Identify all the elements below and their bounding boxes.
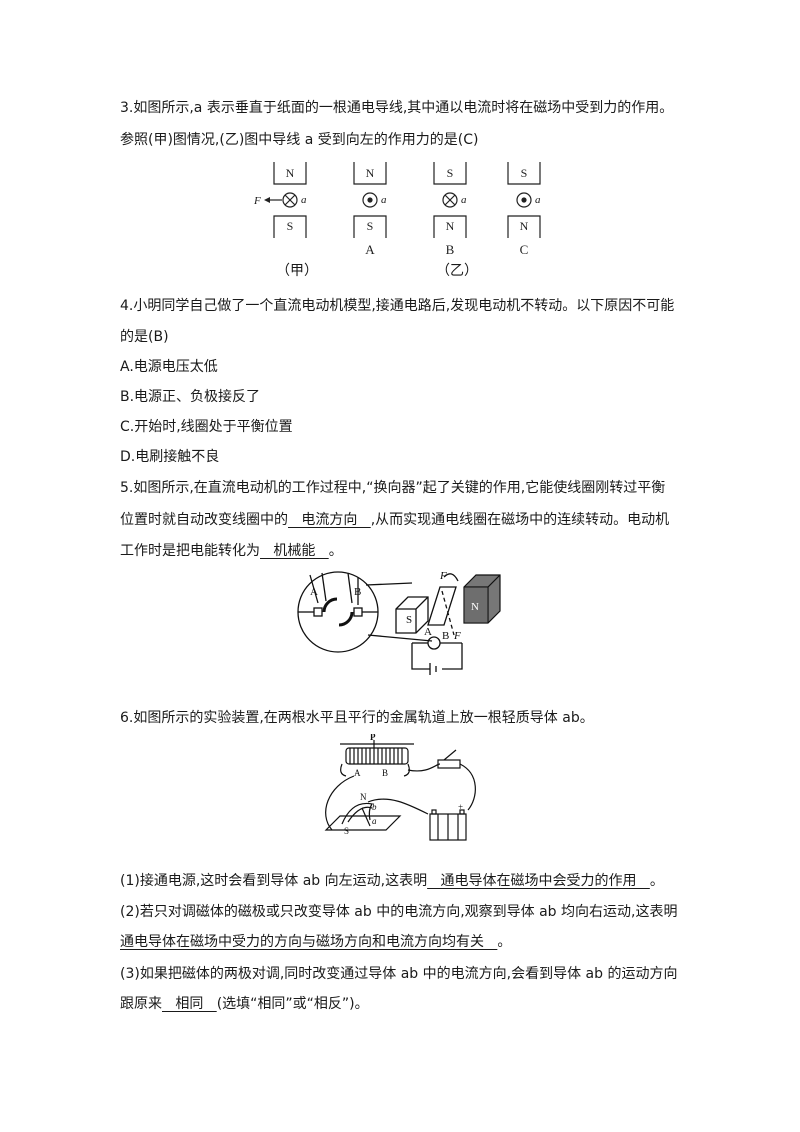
magnet-top-b (433, 162, 467, 185)
q6-line-1: 6.如图所示的实验装置,在两根水平且平行的金属轨道上放一根轻质导体 ab。 (120, 710, 594, 726)
magnet-label: S (447, 166, 454, 180)
force-label: F (253, 195, 261, 207)
q4-option-a: A.电源电压太低 (120, 359, 218, 375)
label-a: A (310, 586, 318, 598)
label-f: F (439, 570, 447, 582)
label-f: F (453, 630, 461, 642)
q4-line-2: 的是(B) (120, 329, 169, 345)
label-n: N (360, 792, 367, 802)
answer-blank: 通电导体在磁场中会受力的作用 (427, 873, 650, 889)
q5-line-3: 工作时是把电能转化为 机械能 。 (120, 543, 343, 559)
wire-label: a (535, 194, 541, 206)
magnet-label: N (286, 166, 295, 180)
magnet-label: N (520, 219, 529, 233)
magnet-label: S (521, 166, 528, 180)
label-b-conductor: b (372, 802, 377, 812)
magnet-top-c (507, 162, 541, 185)
magnet-bottom-a (353, 215, 387, 238)
caption-yi: （乙） (436, 264, 478, 279)
label-a: A (354, 768, 361, 778)
q5-line-1: 5.如图所示,在直流电动机的工作过程中,“换向器”起了关键的作用,它能使线圈刚转… (120, 480, 666, 496)
q6-part-3-line-2: 跟原来 相同 (选填“相同”或“相反”)。 (120, 996, 369, 1012)
q3-figure: N S N S S N S N F a a a a A B C (253, 162, 541, 254)
option-label-a: A (365, 242, 375, 254)
answer-blank: 相同 (162, 996, 217, 1012)
magnet-bottom-jia (273, 215, 307, 238)
answer-blank: 机械能 (260, 543, 329, 559)
q4-line-1: 4.小明同学自己做了一个直流电动机模型,接通电路后,发现电动机不转动。以下原因不… (120, 298, 675, 314)
wire-label: a (461, 194, 467, 206)
magnet-label: N (446, 219, 455, 233)
label-b: B (442, 630, 449, 642)
q4-option-d: D.电刷接触不良 (120, 449, 220, 465)
q6-part-2-line-1: (2)若只对调磁体的磁极或只改变导体 ab 中的电流方向,观察到导体 ab 均向… (120, 904, 678, 920)
label-s: S (406, 614, 412, 626)
q6-part-3-line-1: (3)如果把磁体的两极对调,同时改变通过导体 ab 中的电流方向,会看到导体 a… (120, 966, 678, 982)
label-s: S (344, 826, 349, 836)
wire-label: a (381, 194, 387, 206)
label-a-conductor: a (372, 816, 377, 826)
magnet-bottom-c (507, 215, 541, 238)
magnet-label: S (287, 219, 294, 233)
current-into-page-icon (442, 192, 458, 208)
option-label-b: B (446, 242, 455, 254)
q4-option-b: B.电源正、负极接反了 (120, 389, 261, 405)
current-into-page-icon (282, 192, 298, 208)
option-label-c: C (520, 242, 529, 254)
current-out-of-page-icon (516, 192, 532, 208)
q5-line-2: 位置时就自动改变线圈中的 电流方向 ,从而实现通电线圈在磁场中的连续转动。电动机 (120, 512, 670, 528)
current-out-of-page-icon (362, 192, 378, 208)
magnet-bottom-b (433, 215, 467, 238)
label-n: N (471, 601, 479, 613)
label-b: B (354, 586, 361, 598)
magnet-label: S (367, 219, 374, 233)
q3-line-1: 3.如图所示,a 表示垂直于纸面的一根通电导线,其中通以电流时将在磁场中受到力的… (120, 100, 674, 116)
answer-blank: 电流方向 (288, 512, 371, 528)
magnet-label: N (366, 166, 375, 180)
label-a: A (424, 626, 432, 638)
label-plus: + (458, 802, 463, 812)
q4-option-c: C.开始时,线圈处于平衡位置 (120, 419, 293, 435)
magnet-top-a (353, 162, 387, 185)
q6-part-2-line-2: 通电导体在磁场中受力的方向与磁场方向和电流方向均有关 。 (120, 934, 512, 950)
q3-line-2: 参照(甲)图情况,(乙)图中导线 a 受到向左的作用力的是(C) (120, 132, 479, 148)
wire-label: a (301, 194, 307, 206)
q6-apparatus-figure: P A B N b a S + (324, 734, 476, 841)
magnet-top-jia (273, 162, 307, 185)
q5-motor-figure: A B S N F F A B (297, 570, 501, 675)
q6-part-1: (1)接通电源,这时会看到导体 ab 向左运动,这表明 通电导体在磁场中会受力的… (120, 873, 664, 889)
caption-jia: （甲） (276, 264, 318, 279)
label-b: B (382, 768, 388, 778)
label-p: P (370, 734, 376, 742)
answer-blank: 通电导体在磁场中受力的方向与磁场方向和电流方向均有关 (120, 934, 498, 950)
